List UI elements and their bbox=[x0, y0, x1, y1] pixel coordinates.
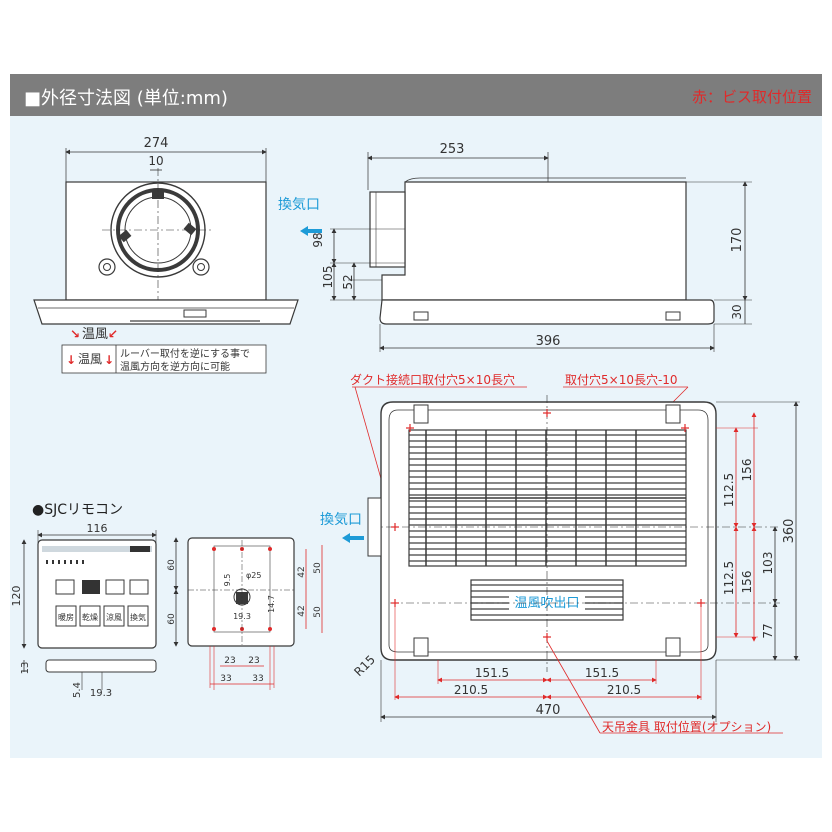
dim-30: 30 bbox=[730, 304, 744, 319]
dim-105: 105 bbox=[321, 266, 335, 289]
mount-33b: 33 bbox=[252, 674, 263, 684]
mount-23b: 23 bbox=[248, 656, 259, 666]
mount-50b: 50 bbox=[313, 606, 323, 618]
side-bottom-length: 396 bbox=[536, 334, 561, 349]
remote-width: 116 bbox=[87, 522, 108, 535]
warm-air-label-2: 温風 bbox=[78, 352, 102, 366]
mount-33a: 33 bbox=[220, 674, 231, 684]
louver-note-2: 温風方向を逆方向に可能 bbox=[120, 360, 230, 373]
dim-170: 170 bbox=[730, 228, 745, 253]
screw-position-note: 赤：ビス取付位置 bbox=[691, 88, 812, 106]
front-width-label: 274 bbox=[144, 136, 169, 151]
remote-btn-label-3: 換気 bbox=[130, 612, 146, 622]
remote-section: ●SJCリモコン 116 120 暖房 乾燥 涼風 換気 13 5.4 19.3 bbox=[10, 502, 323, 699]
mount-147: 14.7 bbox=[267, 595, 276, 613]
remote-btn-label-2: 涼風 bbox=[106, 612, 122, 622]
dim-77: 77 bbox=[761, 623, 775, 638]
dim-98: 98 bbox=[311, 232, 325, 247]
side-exhaust-label: 換気口 bbox=[278, 197, 320, 213]
bottom-view: ダクト接続口取付穴5×10長穴 取付穴5×10長穴-10 温風吹出口 bbox=[320, 372, 800, 734]
section-title: ■外径寸法図 (単位:mm) bbox=[24, 88, 228, 109]
remote-btn-label-1: 乾燥 bbox=[82, 612, 98, 622]
mount-23a: 23 bbox=[224, 656, 235, 666]
mount-hole-label: 取付穴5×10長穴-10 bbox=[565, 372, 678, 387]
dim-156-bottom: 156 bbox=[740, 571, 754, 594]
remote-btn-cool[interactable] bbox=[103, 605, 125, 627]
dim-360: 360 bbox=[782, 519, 797, 544]
remote-dim-54: 5.4 bbox=[72, 682, 83, 698]
mount-phi25: φ25 bbox=[246, 571, 261, 580]
mount-50a: 50 bbox=[313, 562, 323, 574]
dim-470: 470 bbox=[536, 703, 561, 718]
radius-label: R15 bbox=[351, 652, 378, 679]
remote-height: 120 bbox=[10, 586, 23, 607]
dim-210-5-right: 210.5 bbox=[607, 683, 641, 697]
dim-112-5-top: 112.5 bbox=[722, 473, 736, 507]
svg-text:↓: ↓ bbox=[66, 353, 76, 367]
dim-156-top: 156 bbox=[740, 459, 754, 482]
front-view: 274 10 ↘ 温風 ↙ ↓ 温風 ↓ ルーバー取付を逆にする事で 温風方向を… bbox=[33, 136, 299, 374]
dim-151-5-right: 151.5 bbox=[585, 666, 619, 680]
svg-text:↓: ↓ bbox=[104, 353, 114, 367]
dim-151-5-left: 151.5 bbox=[475, 666, 509, 680]
dim-210-5-left: 210.5 bbox=[454, 683, 488, 697]
side-view: 253 換気口 98 105 52 170 30 396 bbox=[278, 142, 752, 352]
warm-air-label: 温風 bbox=[82, 327, 108, 342]
mount-42b: 42 bbox=[297, 605, 307, 616]
remote-dim-193: 19.3 bbox=[90, 688, 112, 699]
remote-btn-label-0: 暖房 bbox=[58, 612, 74, 622]
duct-hole-label: ダクト接続口取付穴5×10長穴 bbox=[350, 372, 515, 387]
dim-52: 52 bbox=[341, 274, 355, 289]
svg-text:↘: ↘ bbox=[70, 327, 80, 341]
mount-193: 19.3 bbox=[233, 612, 251, 621]
dim-112-5-bottom: 112.5 bbox=[722, 561, 736, 595]
mount-42a: 42 bbox=[297, 566, 307, 577]
mount-60b: 60 bbox=[167, 613, 177, 625]
remote-btn-heat[interactable] bbox=[55, 605, 77, 627]
remote-btn-vent[interactable] bbox=[127, 605, 149, 627]
mount-95: 9.5 bbox=[223, 574, 232, 587]
louver-note-1: ルーバー取付を逆にする事で bbox=[120, 347, 250, 360]
svg-text:↙: ↙ bbox=[108, 327, 118, 341]
dim-103: 103 bbox=[761, 552, 775, 575]
hanger-label: 天吊金具 取付位置(オプション) bbox=[602, 719, 771, 734]
remote-title: ●SJCリモコン bbox=[32, 502, 123, 518]
front-offset-label: 10 bbox=[148, 154, 163, 168]
bottom-exhaust-label: 換気口 bbox=[320, 512, 362, 528]
section-header: ■外径寸法図 (単位:mm) 赤：ビス取付位置 bbox=[10, 74, 822, 116]
side-top-length: 253 bbox=[440, 142, 465, 157]
remote-depth: 13 bbox=[20, 662, 31, 675]
remote-btn-dry[interactable] bbox=[79, 605, 101, 627]
mount-60a: 60 bbox=[167, 559, 177, 571]
